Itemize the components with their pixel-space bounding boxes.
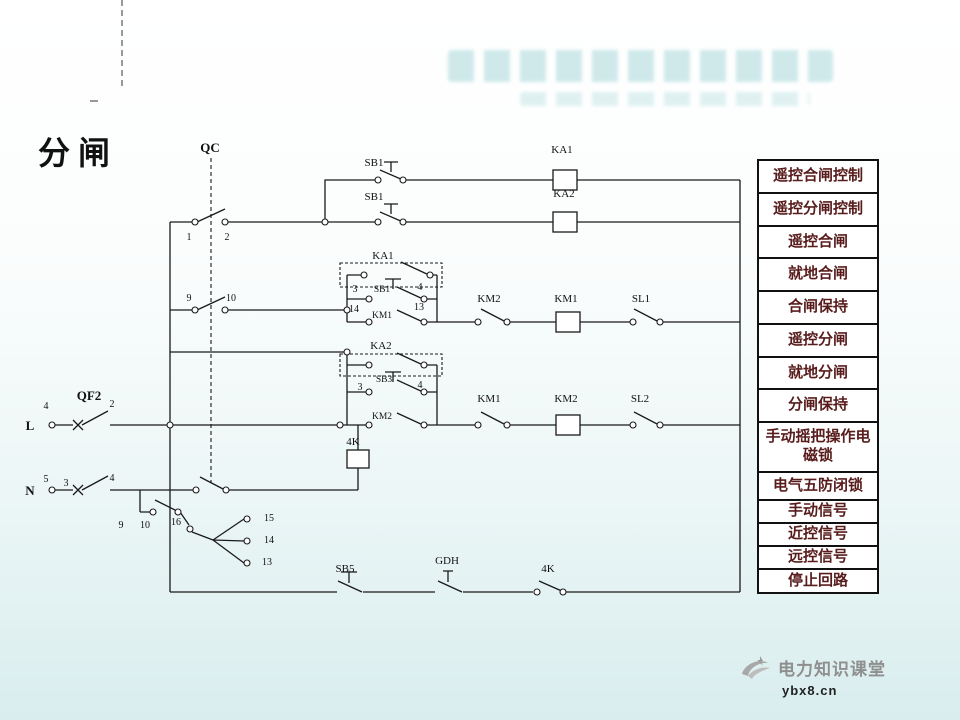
km1-interlock-label: KM1 bbox=[477, 393, 500, 405]
legend-row: 遥控分闸 bbox=[757, 322, 879, 358]
wires bbox=[55, 179, 741, 593]
line-l-label: L bbox=[26, 418, 35, 433]
slide-guide-lines bbox=[90, 0, 123, 102]
page-title: 分闸 bbox=[38, 135, 119, 171]
term-3-open: 3 bbox=[358, 382, 363, 393]
lock-term-16: 16 bbox=[171, 517, 181, 528]
legend-row: 就地合闸 bbox=[757, 257, 879, 292]
gdh-element-label: GDH bbox=[435, 555, 459, 567]
term-14: 14 bbox=[349, 304, 359, 315]
lock-coil-4k-label: 4K bbox=[346, 436, 360, 448]
n-term-3: 3 bbox=[64, 478, 69, 489]
legend-row: 停止回路 bbox=[757, 567, 879, 595]
l-term-4: 4 bbox=[44, 401, 49, 412]
legend-row: 遥控合闸 bbox=[757, 224, 879, 260]
lock-term-15: 15 bbox=[264, 513, 274, 524]
qc-label: QC bbox=[200, 140, 220, 155]
sl1-limit-label: SL1 bbox=[632, 293, 650, 305]
terminals bbox=[48, 176, 664, 596]
qc-linkage-dashed bbox=[210, 158, 443, 483]
n-term-5: 5 bbox=[44, 474, 49, 485]
coils bbox=[346, 169, 581, 469]
sb1-local-close-label: SB1 bbox=[374, 285, 391, 295]
sl2-limit-label: SL2 bbox=[631, 393, 649, 405]
lock-term-13: 13 bbox=[262, 557, 272, 568]
legend-row: 遥控合闸控制 bbox=[757, 159, 879, 194]
contact-4k-label: 4K bbox=[541, 563, 555, 575]
km2-coil bbox=[555, 414, 581, 436]
term-4-close: 4 bbox=[418, 282, 423, 293]
legend-row: 电气五防闭锁 bbox=[757, 470, 879, 502]
km2-hold-contact-label: KM2 bbox=[372, 412, 392, 422]
n-term-4: 4 bbox=[110, 473, 115, 484]
legend-row: 近控信号 bbox=[757, 522, 879, 547]
term-3-close: 3 bbox=[353, 284, 358, 295]
lock-term-10: 10 bbox=[140, 520, 150, 531]
ka2-contact-label: KA2 bbox=[370, 340, 391, 352]
legend-column: 遥控合闸控制 遥控分闸控制 遥控合闸 就地合闸 合闸保持 遥控分闸 就地分闸 分… bbox=[757, 159, 879, 595]
ka1-coil bbox=[552, 169, 578, 191]
term-2: 2 bbox=[225, 232, 230, 243]
legend-row: 合闸保持 bbox=[757, 290, 879, 325]
term-9: 9 bbox=[187, 293, 192, 304]
km2-interlock-label: KM2 bbox=[477, 293, 500, 305]
brand-site: ybx8.cn bbox=[782, 683, 838, 698]
legend-row: 就地分闸 bbox=[757, 355, 879, 391]
lock-term-14: 14 bbox=[264, 535, 274, 546]
ka2-coil bbox=[552, 211, 578, 233]
ka1-coil-label: KA1 bbox=[551, 144, 572, 156]
sb1-remote-close-label: SB1 bbox=[365, 157, 384, 169]
ka1-contact-label: KA1 bbox=[372, 250, 393, 262]
contact-symbols bbox=[72, 161, 660, 593]
watermark-blurred bbox=[448, 50, 833, 82]
circuit-labels: QC SB1 KA1 SB1 KA2 1 2 9 10 KA1 3 SB1 4 … bbox=[25, 140, 650, 575]
lock-term-9: 9 bbox=[119, 520, 124, 531]
legend-row: 分闸保持 bbox=[757, 388, 879, 423]
legend-row: 遥控分闸控制 bbox=[757, 191, 879, 227]
sb3-local-open-label: SB3 bbox=[376, 375, 393, 385]
neutral-n-label: N bbox=[25, 483, 35, 498]
sb1-remote-open-label: SB1 bbox=[365, 191, 384, 203]
legend-row: 远控信号 bbox=[757, 544, 879, 570]
term-10: 10 bbox=[226, 293, 236, 304]
brand-name: 电力知识课堂 bbox=[778, 659, 886, 679]
term-13: 13 bbox=[414, 302, 424, 313]
lock-coil-4k bbox=[346, 449, 370, 469]
sb5-stop-button-label: SB5 bbox=[336, 563, 355, 575]
legend-row: 手动摇把操作电磁锁 bbox=[757, 421, 879, 473]
ka2-coil-label: KA2 bbox=[553, 188, 574, 200]
term-1: 1 bbox=[187, 232, 192, 243]
l-term-2: 2 bbox=[110, 399, 115, 410]
km1-coil-label: KM1 bbox=[554, 293, 577, 305]
qf2-label: QF2 bbox=[77, 388, 102, 403]
brand-footer: 电力知识课堂 ybx8.cn bbox=[738, 652, 948, 698]
brand-hand-icon bbox=[742, 656, 770, 679]
km1-coil bbox=[555, 311, 581, 333]
km1-hold-contact-label: KM1 bbox=[372, 311, 392, 321]
km2-coil-label: KM2 bbox=[554, 393, 577, 405]
legend-row: 手动信号 bbox=[757, 499, 879, 524]
term-4-open: 4 bbox=[418, 380, 423, 391]
watermark-blurred-2 bbox=[520, 92, 810, 106]
